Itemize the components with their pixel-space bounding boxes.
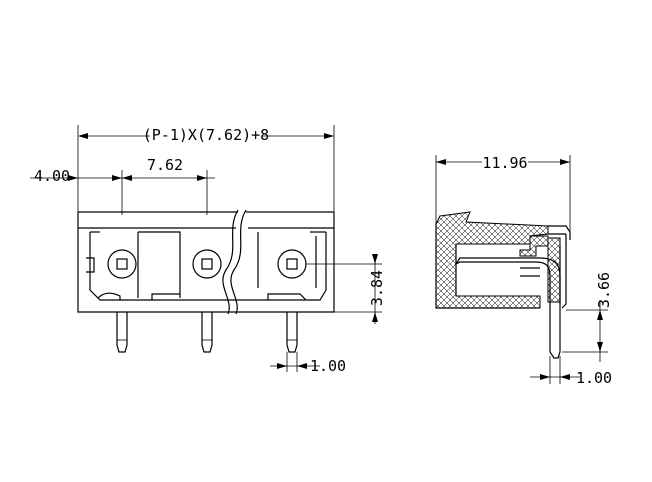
connector-body	[77, 209, 335, 315]
front-pin-width-label: 1.00	[310, 357, 346, 375]
front-view: (P-1)X(7.62)+8 7.62 4.00	[30, 125, 386, 375]
pitch-dimension: 7.62	[121, 156, 215, 215]
pin-offset-dimension: 3.66	[562, 272, 613, 362]
depth-label: 11.96	[482, 154, 527, 172]
overall-width-label: (P-1)X(7.62)+8	[143, 126, 269, 144]
overall-width-dimension: (P-1)X(7.62)+8	[77, 125, 335, 215]
depth-dimension: 11.96	[435, 154, 571, 240]
side-pin-width-dimension: 1.00	[530, 356, 612, 387]
pin-3	[286, 312, 298, 353]
edge-offset-dimension: 4.00	[30, 167, 122, 185]
pin-2	[201, 312, 213, 353]
pitch-label: 7.62	[147, 156, 183, 174]
terminal-screw-3	[277, 249, 307, 279]
front-pin-width-dimension: 1.00	[270, 352, 346, 375]
height-dimension: 3.84	[306, 254, 386, 324]
side-view: 11.96	[435, 154, 613, 387]
side-pin	[454, 257, 561, 359]
pin-1	[116, 312, 128, 353]
edge-offset-label: 4.00	[34, 167, 70, 185]
terminal-screw-2	[192, 249, 222, 279]
terminal-screw-1	[107, 249, 137, 279]
side-pin-width-label: 1.00	[576, 369, 612, 387]
height-label: 3.84	[368, 270, 386, 306]
side-housing	[435, 211, 571, 309]
pin-offset-label: 3.66	[595, 272, 613, 308]
